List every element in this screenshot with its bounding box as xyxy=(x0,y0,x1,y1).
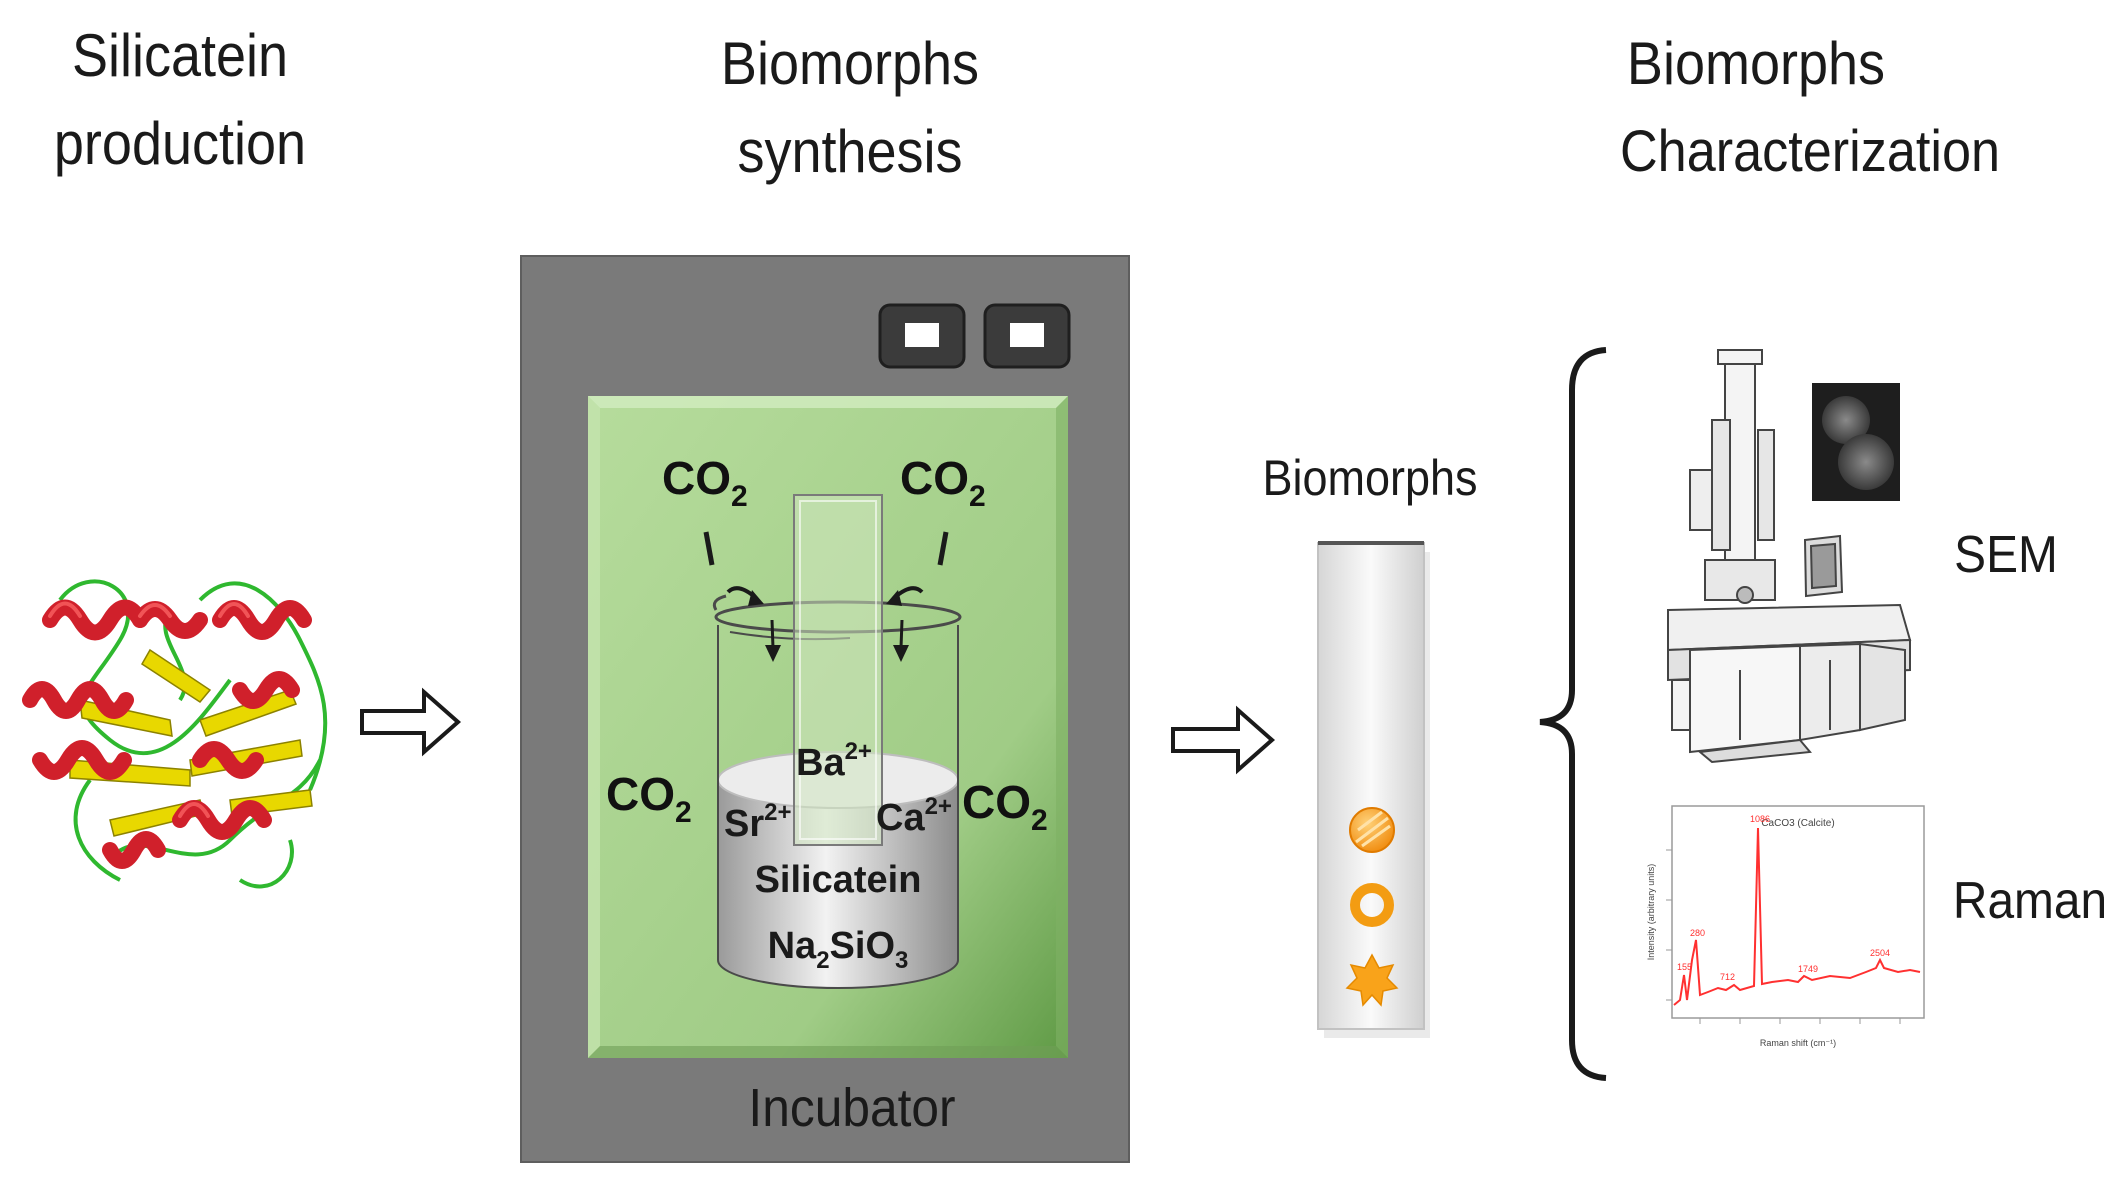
sem-label: SEM xyxy=(1954,525,2058,583)
beaker-contents-silicatein: Silicatein xyxy=(755,859,922,901)
raman-y-axis-label: Intensity (arbitrary units) xyxy=(1646,864,1656,961)
sem-micrograph-inset xyxy=(1812,383,1900,501)
heading-line: Silicatein xyxy=(71,22,289,89)
raman-spectrum-plot: CaCO3 (Calcite) Raman shift (cm⁻¹) Inten… xyxy=(1646,805,1925,1048)
biomorph-star xyxy=(1345,953,1399,1007)
co2-flow-arrows xyxy=(703,531,949,662)
ion-label-strontium: Sr2+ xyxy=(724,799,792,845)
heading-biomorphs-characterization: Biomorphs Characterization xyxy=(1531,20,2089,196)
biomorph-spherulite xyxy=(1349,807,1395,853)
heading-line: Biomorphs xyxy=(720,30,980,97)
process-arrow-1 xyxy=(360,687,462,757)
raman-peak-label: 712 xyxy=(1720,972,1735,982)
silicatein-protein-structure xyxy=(22,579,328,889)
heading-line: synthesis xyxy=(737,118,963,185)
raman-spectrum-line xyxy=(1673,827,1921,1006)
glass-slide-with-biomorphs xyxy=(1317,541,1430,1038)
raman-peak-label: 1086 xyxy=(1750,814,1770,824)
incubator-label: Incubator xyxy=(748,1077,955,1137)
co2-label: CO2 xyxy=(962,776,1048,837)
characterization-bracket xyxy=(1539,347,1607,1081)
ion-label-calcium: Ca2+ xyxy=(876,793,952,839)
sem-instrument xyxy=(1667,349,1912,764)
glass-slide-in-beaker xyxy=(793,494,883,846)
biomorph-ring xyxy=(1350,883,1394,927)
co2-label: CO2 xyxy=(662,452,748,513)
raman-x-axis-label: Raman shift (cm⁻¹) xyxy=(1760,1038,1836,1048)
heading-biomorphs-synthesis: Biomorphs synthesis xyxy=(706,20,994,196)
raman-peak-label: 155 xyxy=(1677,962,1692,972)
raman-peak-label: 280 xyxy=(1690,928,1705,938)
co2-label: CO2 xyxy=(606,768,692,829)
beaker-contents-sodium-silicate: Na2SiO3 xyxy=(768,925,909,974)
process-arrow-2 xyxy=(1171,705,1276,775)
raman-peak-label: 2504 xyxy=(1870,948,1890,958)
raman-label: Raman xyxy=(1953,871,2107,929)
raman-peak-label: 1749 xyxy=(1798,964,1818,974)
ion-label-barium: Ba2+ xyxy=(796,738,872,784)
biomorphs-slide-label: Biomorphs xyxy=(1262,451,1477,507)
heading-line: Characterization xyxy=(1619,119,2001,184)
incubator: CO2 CO2 CO2 CO2 Ba2+ Sr2+ Ca2+ Silicatei… xyxy=(520,255,1130,1163)
heading-line: production xyxy=(53,110,307,177)
heading-silicatein-production: Silicatein production xyxy=(45,12,315,188)
raman-plot-title: CaCO3 (Calcite) xyxy=(1761,818,1834,829)
heading-line: Biomorphs xyxy=(1626,30,1886,97)
co2-label: CO2 xyxy=(900,452,986,513)
